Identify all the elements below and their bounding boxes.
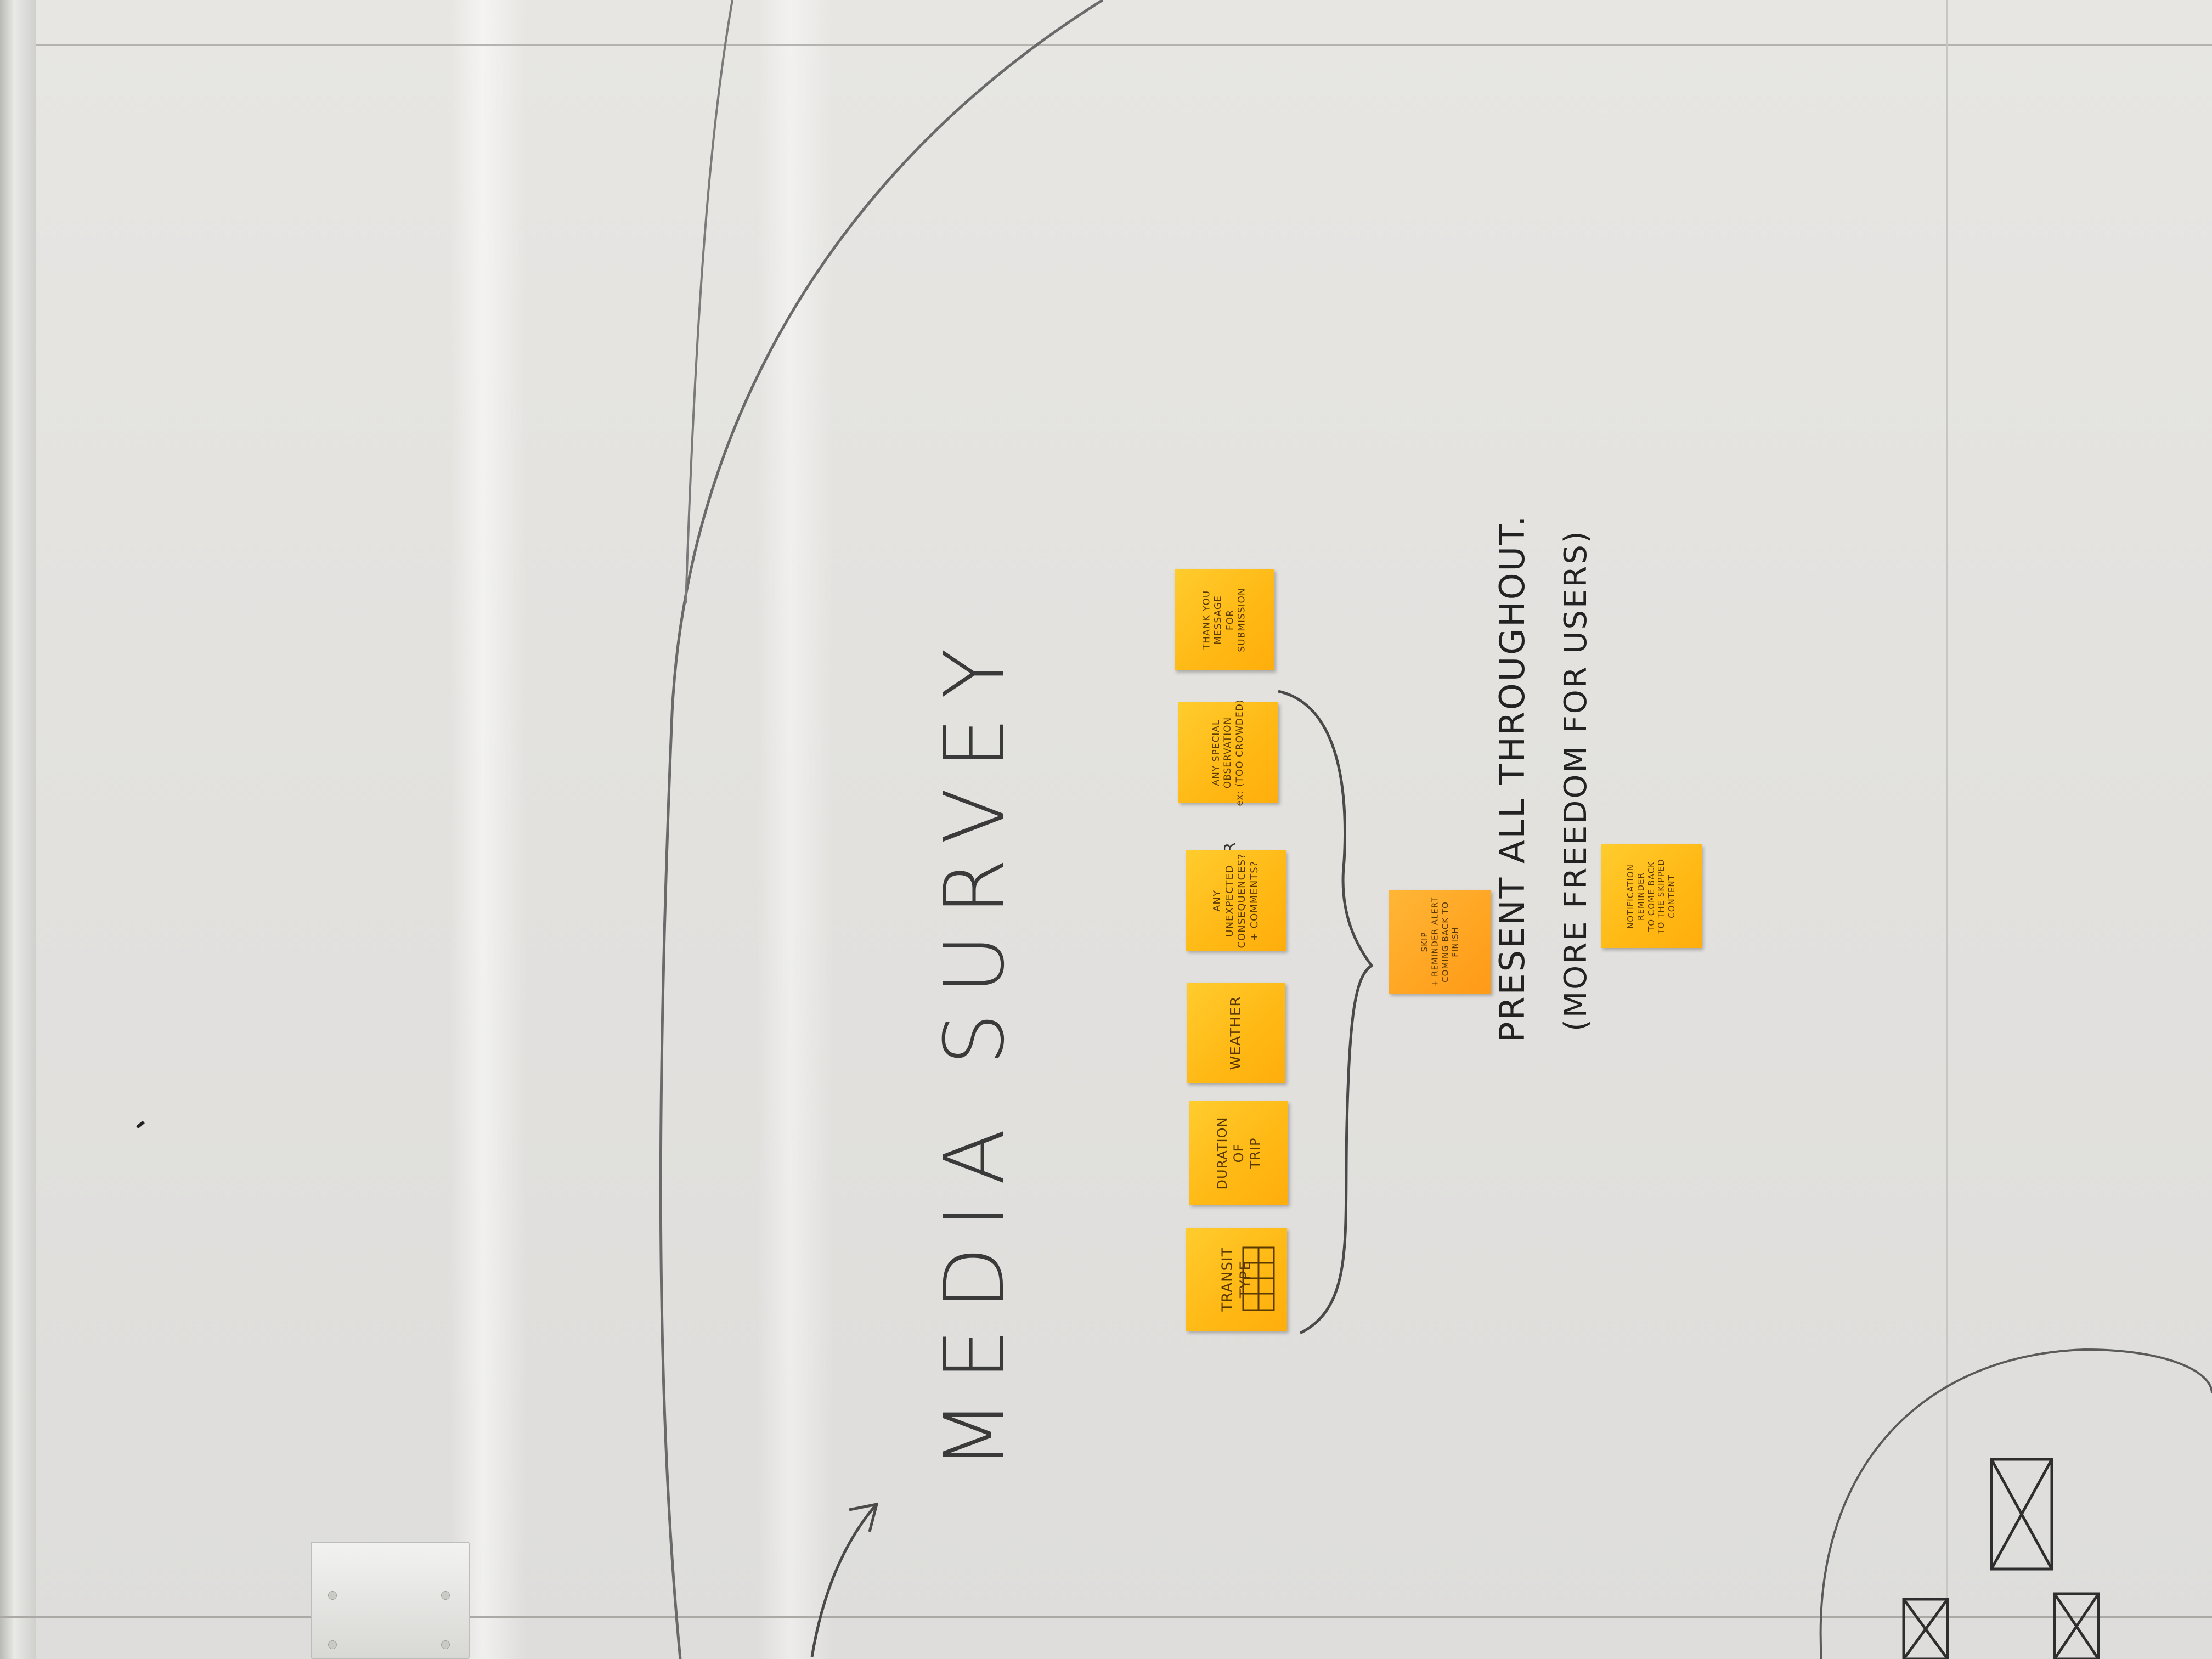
sticky-note-text: ANY UNEXPECTED CONSEQUENCES? + COMMENTS? [1211, 853, 1260, 949]
grid-sketch-icon [1242, 1246, 1275, 1311]
sticky-note-text: NOTIFICATION REMINDER TO COME BACK TO TH… [1626, 858, 1677, 934]
whiteboard-frame-bottom [0, 1616, 2212, 1618]
arrow-icon [810, 1502, 879, 1657]
whiteboard-frame-top [36, 44, 2212, 46]
board-title: MEDIA SURVEY [927, 629, 1023, 1470]
sticky-note-text: ANY SPECIAL OBSERVATION ex: (TOO CROWDED… [1211, 699, 1245, 806]
sticky-note-text: SKIP + REMINDER ALERT COMING BACK TO FIN… [1419, 896, 1460, 987]
wall-outlet-plate [311, 1542, 470, 1659]
bracket-line [1278, 690, 1374, 1335]
sticky-note-skip: SKIP + REMINDER ALERT COMING BACK TO FIN… [1389, 890, 1491, 994]
more-freedom-label: (MORE FREEDOM FOR USERS) [1558, 529, 1594, 1031]
sticky-note-text: THANK YOU MESSAGE FOR SUBMISSION [1201, 587, 1248, 652]
ink-mark [136, 1120, 145, 1129]
sticky-note-notification: NOTIFICATION REMINDER TO COME BACK TO TH… [1601, 844, 1702, 948]
sticky-note-text: WEATHER [1227, 996, 1244, 1070]
present-throughout-label: PRESENT ALL THROUGHOUT. [1492, 514, 1532, 1042]
sticky-note-text: DURATION OF TRIP [1215, 1116, 1263, 1189]
upper-arc-line [685, 0, 733, 604]
crossed-box-icon [1902, 1458, 2100, 1659]
circle-outline [1819, 1348, 2212, 1659]
sticky-note-thank-you: THANK YOU MESSAGE FOR SUBMISSION [1175, 569, 1274, 670]
sticky-note-duration: DURATION OF TRIP [1189, 1101, 1288, 1205]
sticky-note-transit-type: TRANSIT TYPE [1186, 1228, 1287, 1331]
whiteboard-frame-left [0, 0, 36, 1659]
whiteboard-seam [1946, 0, 1948, 1659]
sticky-note-special-observation: ANY SPECIAL OBSERVATION ex: (TOO CROWDED… [1178, 699, 1278, 806]
sticky-note-weather: WEATHER [1187, 983, 1285, 1083]
sticky-note-unexpected: ANY UNEXPECTED CONSEQUENCES? + COMMENTS? [1186, 850, 1286, 951]
large-arc-line [659, 0, 1104, 1659]
